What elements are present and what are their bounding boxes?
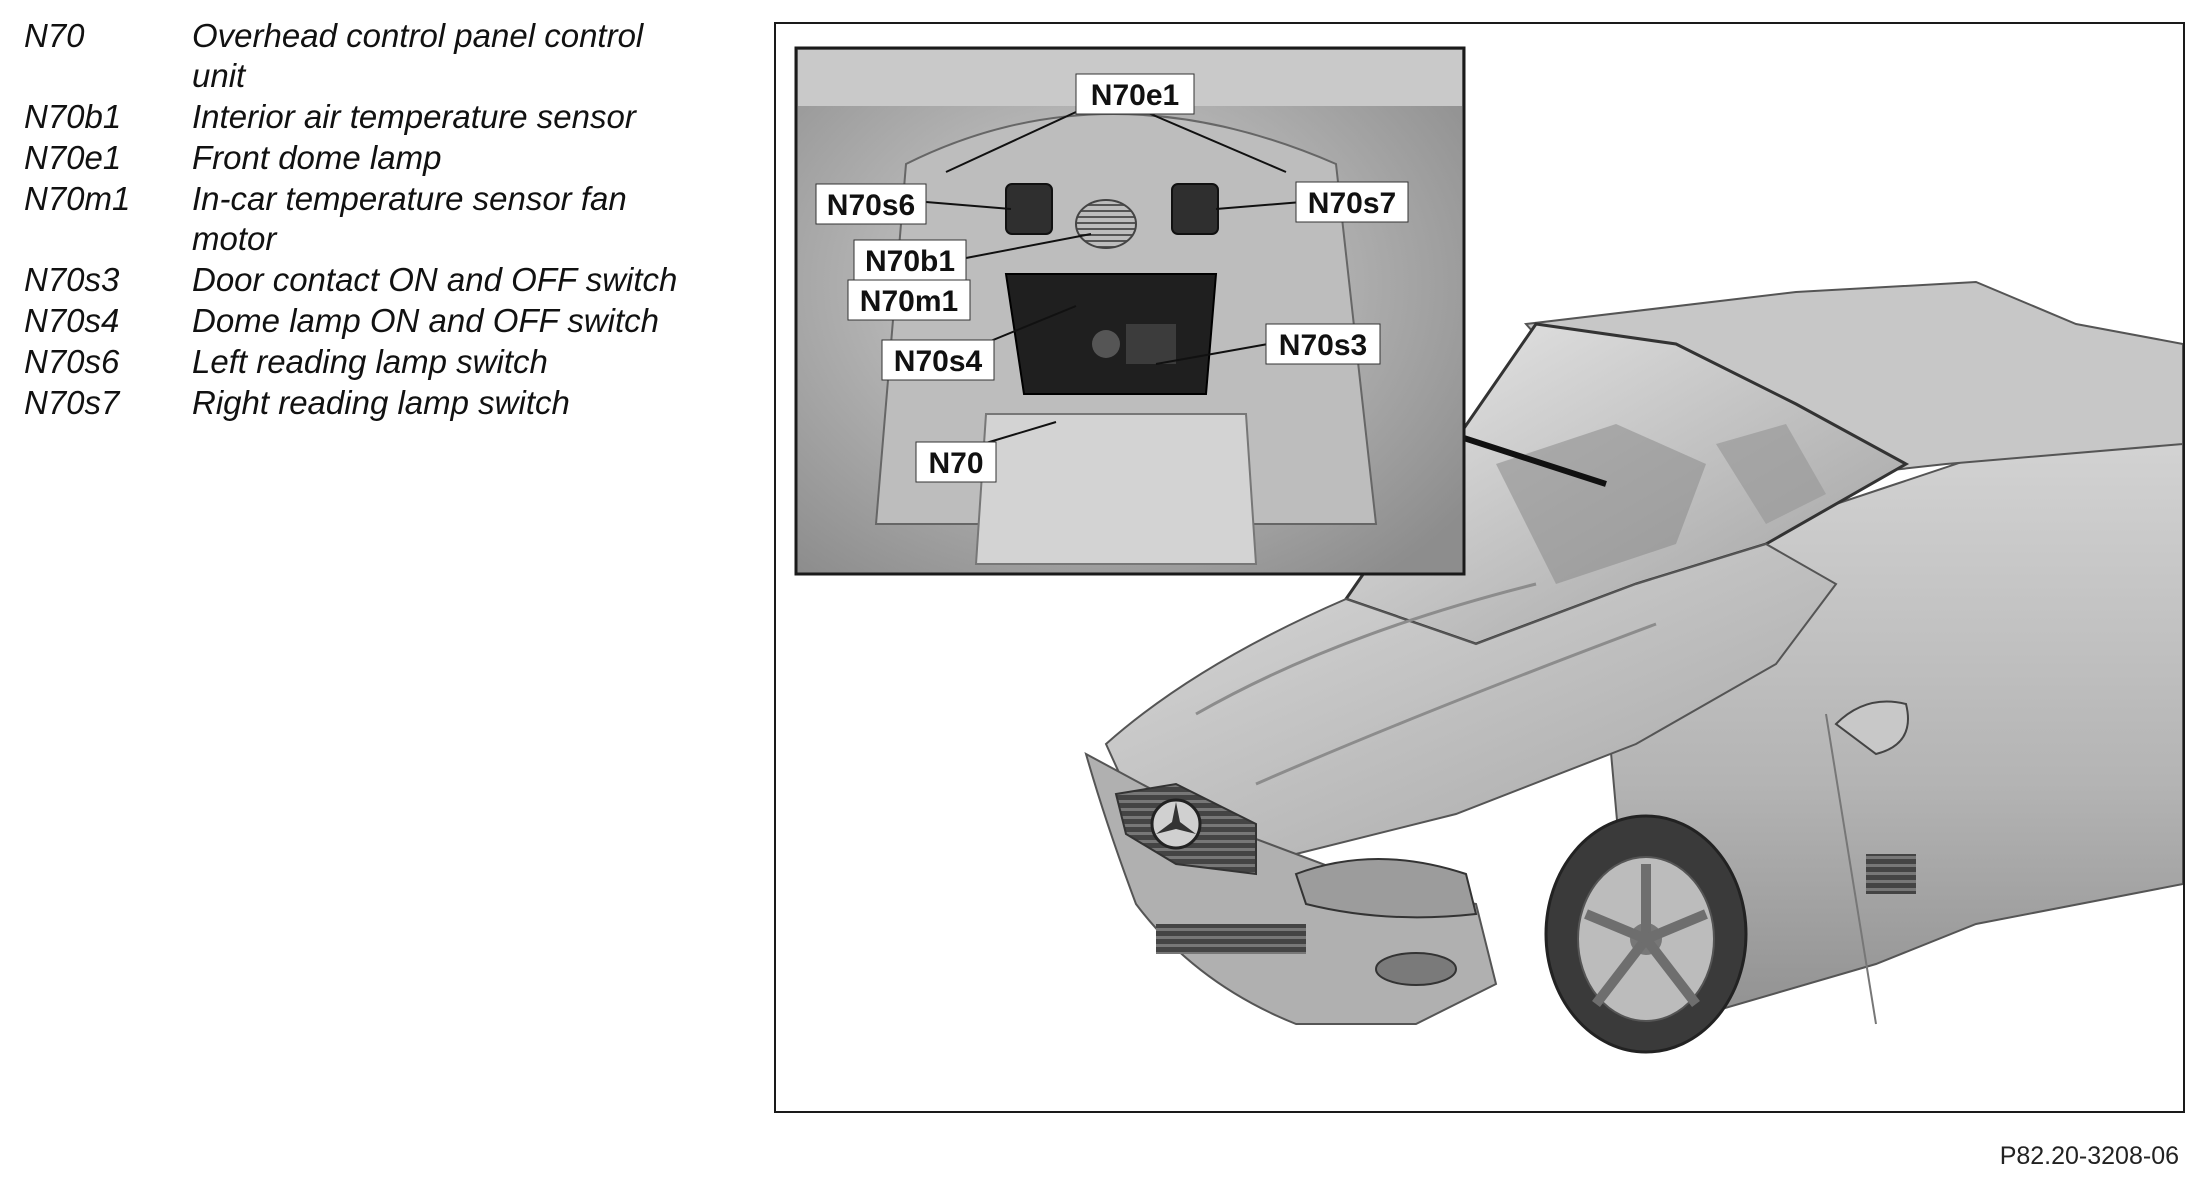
legend-item: N70e1 Front dome lamp — [24, 138, 714, 178]
legend-code: N70 — [24, 17, 85, 54]
brand-star-shape — [1156, 802, 1196, 834]
callout-N70s3: N70s3 — [1265, 323, 1381, 365]
legend-description: Left reading lamp switch — [192, 343, 548, 380]
callout-label: N70b1 — [865, 245, 955, 278]
callout-N70m1: N70m1 — [847, 279, 971, 321]
side-vent — [1866, 854, 1916, 894]
callout-label: N70m1 — [860, 285, 958, 318]
figure-frame: N70e1 N70s6 N70s7 N70b1 N70m1 N70s4 — [774, 22, 2185, 1113]
figure-illustration: N70e1 N70s6 N70s7 N70b1 N70m1 N70s4 — [794, 46, 2183, 1054]
legend-item: N70m1 In-car temperature sensor fan moto… — [24, 179, 714, 259]
legend-code: N70m1 — [24, 180, 131, 217]
dome-lamp-switch — [1092, 330, 1120, 358]
legend-code: N70s3 — [24, 261, 120, 298]
legend-code: N70e1 — [24, 139, 122, 176]
car-seat — [1716, 424, 1826, 524]
fog-light — [1375, 952, 1457, 986]
legend-description: Front dome lamp — [192, 139, 442, 176]
legend-list: N70 Overhead control panel control unit … — [24, 16, 714, 424]
door-seam — [1825, 713, 1877, 1025]
car-side-mirror — [1834, 700, 1909, 756]
legend-description: Overhead control panel control unit — [192, 17, 644, 94]
hood-crease — [1255, 622, 1657, 786]
callout-N70s7: N70s7 — [1295, 181, 1409, 223]
legend-description: Door contact ON and OFF switch — [192, 261, 678, 298]
callout-N70s6: N70s6 — [815, 183, 927, 225]
legend-description: Interior air temperature sensor — [192, 98, 636, 135]
callout-label: N70s6 — [827, 189, 915, 222]
callout-N70b1: N70b1 — [853, 239, 967, 281]
legend-item: N70b1 Interior air temperature sensor — [24, 97, 714, 137]
right-reading-switch — [1171, 183, 1219, 235]
callout-label: N70s7 — [1308, 187, 1396, 220]
callout-label: N70e1 — [1091, 79, 1179, 112]
sensor-grille — [1075, 199, 1137, 249]
figure-reference-number: P82.20-3208-06 — [1999, 1142, 2179, 1170]
legend-item: N70s7 Right reading lamp switch — [24, 383, 714, 423]
lower-housing — [974, 413, 1258, 565]
callout-label: N70s4 — [894, 345, 983, 378]
legend-code: N70s7 — [24, 384, 120, 421]
legend-description: Right reading lamp switch — [192, 384, 570, 421]
legend-item: N70s3 Door contact ON and OFF switch — [24, 260, 714, 300]
left-reading-switch — [1005, 183, 1053, 235]
callout-N70e1: N70e1 — [1075, 73, 1195, 115]
legend-code: N70s4 — [24, 302, 120, 339]
callout-N70: N70 — [915, 441, 997, 483]
callout-N70s4: N70s4 — [881, 339, 995, 381]
legend-item: N70s4 Dome lamp ON and OFF switch — [24, 301, 714, 341]
wheel-spokes — [1584, 864, 1708, 1008]
car-illustration — [1084, 280, 2183, 1054]
callout-label: N70s3 — [1279, 329, 1367, 362]
car-hood — [1104, 542, 1838, 855]
lower-intake — [1156, 924, 1306, 954]
callout-label: N70 — [928, 447, 983, 480]
legend-item: N70 Overhead control panel control unit — [24, 16, 714, 96]
legend-code: N70b1 — [24, 98, 122, 135]
car-headlight — [1294, 858, 1478, 919]
door-contact-switch — [1126, 324, 1176, 364]
legend-item: N70s6 Left reading lamp switch — [24, 342, 714, 382]
legend-description: In-car temperature sensor fan motor — [192, 180, 627, 257]
legend-description: Dome lamp ON and OFF switch — [192, 302, 660, 339]
hood-crease — [1195, 582, 1537, 716]
legend-code: N70s6 — [24, 343, 120, 380]
inset-detail: N70e1 N70s6 N70s7 N70b1 N70m1 N70s4 — [794, 46, 1466, 576]
